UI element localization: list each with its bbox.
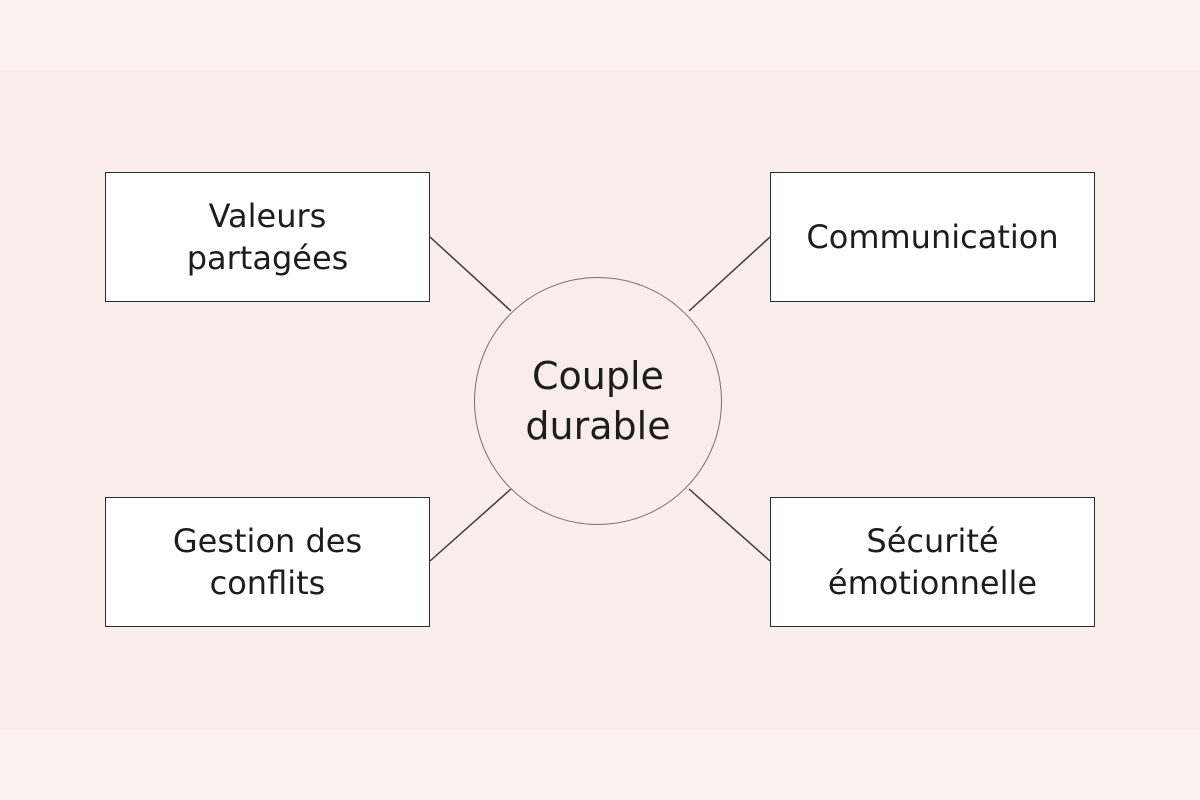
node-top-right-label: Communication: [806, 218, 1059, 256]
node-bottom-left: Gestion des conflits: [105, 497, 430, 627]
connector-bottom-left: [429, 488, 512, 562]
node-top-left: Valeurs partagées: [105, 172, 430, 302]
top-band: [0, 0, 1200, 70]
node-bottom-right: Sécurité émotionnelle: [770, 497, 1095, 627]
connector-top-right: [688, 236, 771, 312]
bottom-band: [0, 730, 1200, 800]
hub-label: Couple durable: [525, 354, 671, 448]
hub-circle: Couple durable: [474, 277, 722, 525]
node-bottom-left-label: Gestion des conflits: [172, 522, 363, 602]
node-top-left-label: Valeurs partagées: [186, 197, 349, 277]
connector-top-left: [429, 236, 512, 312]
node-top-right: Communication: [770, 172, 1095, 302]
connector-bottom-right: [688, 488, 771, 562]
node-bottom-right-label: Sécurité émotionnelle: [827, 522, 1038, 602]
